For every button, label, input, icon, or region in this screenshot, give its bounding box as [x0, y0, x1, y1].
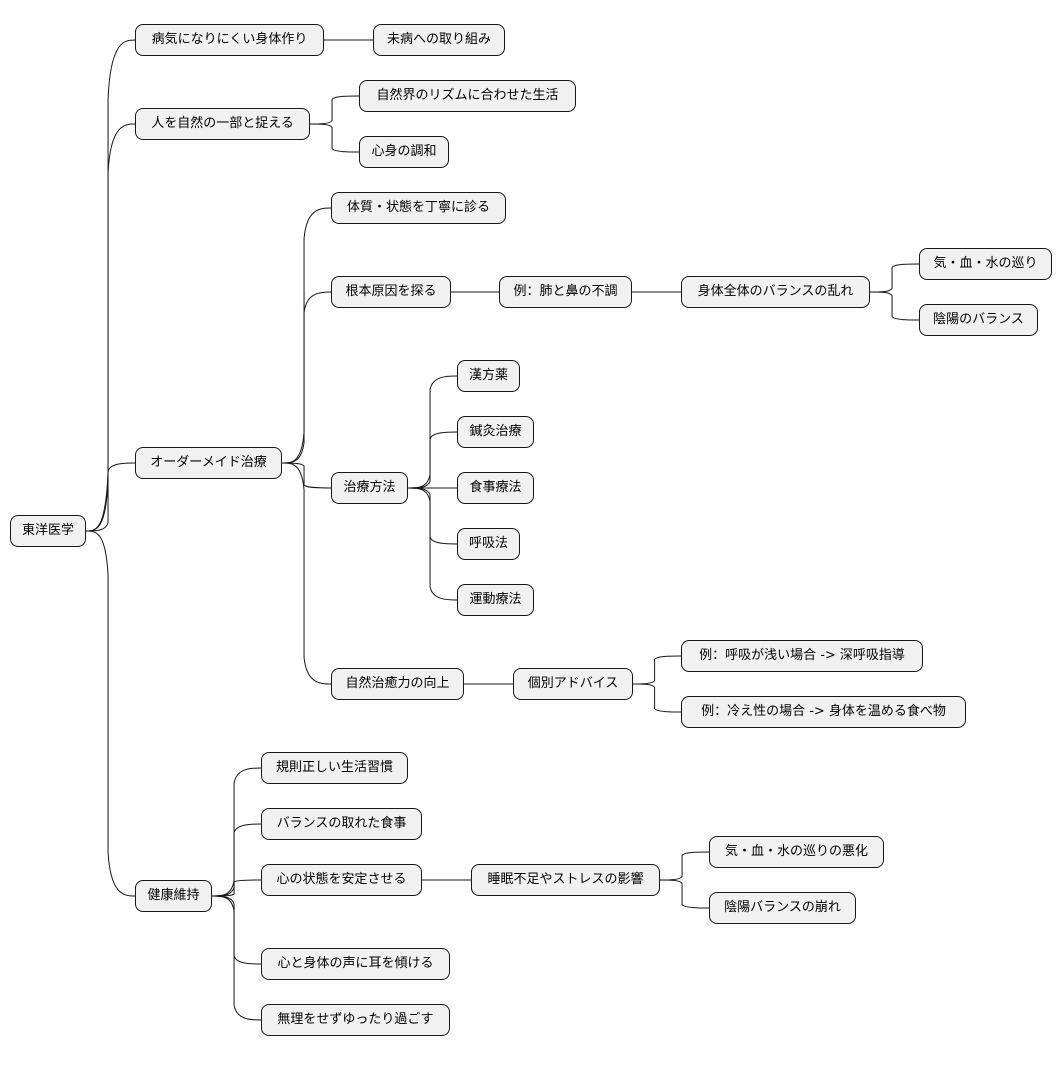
- topic-node: 健康維持: [135, 880, 212, 912]
- topic-node: 呼吸法: [457, 528, 520, 560]
- topic-node: 身体全体のバランスの乱れ: [681, 276, 870, 308]
- topic-node: 未病への取り組み: [373, 24, 505, 56]
- connector-line: [211, 823, 262, 897]
- topic-node: 心身の調和: [359, 136, 449, 168]
- topic-node: オーダーメイド治療: [135, 447, 282, 479]
- connector-line: [85, 39, 136, 532]
- connector-line: [281, 462, 332, 685]
- topic-node: 食事療法: [457, 472, 534, 504]
- topic-node: 根本原因を探る: [331, 276, 451, 308]
- topic-node: 体質・状態を丁寧に診る: [331, 192, 506, 224]
- topic-node: 気・血・水の巡り: [919, 248, 1052, 280]
- connector-line: [659, 879, 710, 909]
- topic-node: 人を自然の一部と捉える: [135, 108, 310, 140]
- connector-line: [211, 879, 262, 897]
- connector-line: [281, 462, 332, 489]
- connector-line: [281, 291, 332, 464]
- connector-line: [407, 487, 458, 601]
- connector-line: [407, 487, 458, 545]
- topic-node: 例：冷え性の場合 -> 身体を温める食べ物: [681, 696, 966, 728]
- topic-node: 治療方法: [331, 472, 408, 504]
- topic-node: 無理をせずゆったり過ごす: [261, 1004, 450, 1036]
- connector-line: [632, 655, 682, 685]
- connector-line: [869, 291, 920, 321]
- connector-line: [85, 530, 136, 897]
- topic-node: 心の状態を安定させる: [261, 864, 422, 896]
- connector-line: [869, 263, 920, 293]
- connector-line: [407, 431, 458, 489]
- topic-node: 心と身体の声に耳を傾ける: [261, 948, 450, 980]
- connector-line: [211, 767, 262, 897]
- topic-node: 陰陽バランスの崩れ: [709, 892, 856, 924]
- topic-node: 陰陽のバランス: [919, 304, 1038, 336]
- connector-line: [309, 95, 360, 125]
- topic-node: 個別アドバイス: [513, 668, 633, 700]
- connector-line: [211, 895, 262, 1021]
- connector-line: [211, 895, 262, 965]
- topic-node: 自然界のリズムに合わせた生活: [359, 80, 576, 112]
- topic-node: 例：呼吸が浅い場合 -> 深呼吸指導: [681, 640, 923, 672]
- topic-node: バランスの取れた食事: [261, 808, 422, 840]
- topic-node: 病気になりにくい身体作り: [135, 24, 324, 56]
- topic-node: 気・血・水の巡りの悪化: [709, 836, 884, 868]
- connector-line: [85, 462, 136, 532]
- connector-line: [281, 207, 332, 464]
- connector-line: [309, 123, 360, 153]
- topic-node: 例：肺と鼻の不調: [499, 276, 632, 308]
- topic-node: 規則正しい生活習慣: [261, 752, 408, 784]
- topic-node: 睡眠不足やストレスの影響: [471, 864, 660, 896]
- connector-line: [85, 123, 136, 532]
- connector-line: [659, 851, 710, 881]
- topic-node: 鍼灸治療: [457, 416, 534, 448]
- root-node: 東洋医学: [10, 515, 86, 547]
- connector-line: [632, 683, 682, 713]
- topic-node: 運動療法: [457, 584, 534, 616]
- topic-node: 漢方薬: [457, 360, 520, 392]
- topic-node: 自然治癒力の向上: [331, 668, 464, 700]
